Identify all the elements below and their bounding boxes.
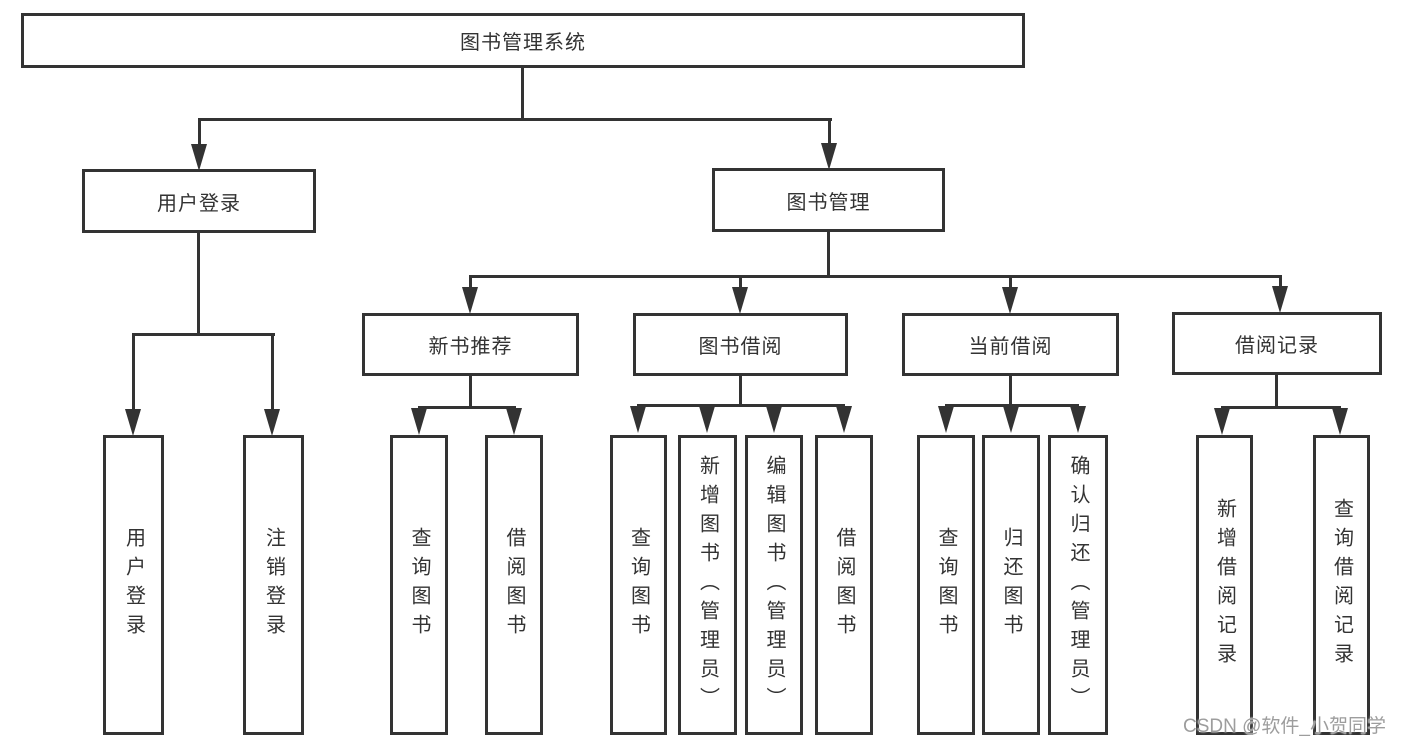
- arrowhead-book-borrow-leaf2: [699, 406, 715, 433]
- leaf-records-add: 新增借阅记录: [1196, 435, 1253, 735]
- node-borrow-records: 借阅记录: [1172, 312, 1382, 375]
- leaf-newbooks-borrow: 借阅图书: [485, 435, 543, 735]
- arrowhead-login-leaf2: [264, 409, 280, 436]
- node-new-books: 新书推荐: [362, 313, 579, 376]
- connector-level3-rail: [469, 275, 1282, 278]
- node-current-borrow: 当前借阅: [902, 313, 1119, 376]
- connector-book-mgmt-stem: [827, 232, 830, 277]
- node-root: 图书管理系统: [21, 13, 1025, 68]
- connector-borrow-records-rail: [1221, 406, 1341, 409]
- connector-user-login-stub: [198, 118, 201, 145]
- arrowhead-current-borrow-leaf1: [938, 406, 954, 433]
- arrowhead-book-borrow-leaf1: [630, 406, 646, 433]
- arrowhead-borrow-records-leaf1: [1214, 408, 1230, 435]
- node-borrow-records-label: 借阅记录: [1235, 335, 1319, 357]
- connector-book-mgmt-stub: [828, 118, 831, 145]
- connector-new-books-rail: [418, 406, 516, 409]
- leaf-current-confirm: 确认归还（管理员）: [1048, 435, 1108, 735]
- connector-borrow-records-stem: [1275, 375, 1278, 409]
- node-root-label: 图书管理系统: [460, 32, 586, 54]
- arrowhead-current-borrow-leaf3: [1070, 406, 1086, 433]
- connector-user-login-stem: [197, 233, 200, 335]
- arrowhead-book-borrow-leaf3: [766, 406, 782, 433]
- connector-book-borrow-stub: [739, 275, 742, 290]
- leaf-current-query: 查询图书: [917, 435, 975, 735]
- arrowhead-login-leaf1: [125, 409, 141, 436]
- node-new-books-label: 新书推荐: [428, 336, 513, 358]
- leaf-borrow-add: 新增图书（管理员）: [678, 435, 737, 735]
- arrowhead-borrow-records: [1272, 286, 1288, 313]
- leaf-borrow-borrow: 借阅图书: [815, 435, 873, 735]
- leaf-records-query: 查询借阅记录: [1313, 435, 1370, 735]
- connector-level2-rail: [198, 118, 832, 121]
- connector-current-borrow-stem: [1009, 376, 1012, 407]
- connector-book-borrow-rail: [637, 404, 845, 407]
- connector-login-leaf2-stub: [271, 333, 274, 411]
- arrowhead-current-borrow: [1002, 287, 1018, 314]
- connector-user-login-rail: [133, 333, 275, 336]
- arrowhead-book-borrow-leaf4: [836, 406, 852, 433]
- csdn-watermark: CSDN @软件_小贺同学: [1183, 716, 1386, 737]
- arrowhead-book-mgmt: [821, 143, 837, 170]
- node-book-borrow: 图书借阅: [633, 313, 848, 376]
- leaf-borrow-edit: 编辑图书（管理员）: [745, 435, 803, 735]
- leaf-current-return: 归还图书: [982, 435, 1040, 735]
- arrowhead-book-borrow: [732, 287, 748, 314]
- arrowhead-user-login: [191, 144, 207, 171]
- node-current-borrow-label: 当前借阅: [968, 336, 1053, 358]
- connector-login-leaf1-stub: [132, 333, 135, 411]
- connector-new-books-stub: [469, 275, 472, 290]
- arrowhead-borrow-records-leaf2: [1332, 408, 1348, 435]
- arrowhead-new-books-leaf1: [411, 408, 427, 435]
- node-book-mgmt-label: 图书管理: [786, 191, 871, 214]
- arrowhead-new-books: [462, 287, 478, 314]
- connector-book-borrow-stem: [739, 376, 742, 407]
- connector-current-borrow-stub: [1009, 275, 1012, 290]
- node-user-login: 用户登录: [82, 169, 316, 233]
- node-book-borrow-label: 图书借阅: [698, 336, 783, 358]
- connector-current-borrow-rail: [945, 404, 1079, 407]
- arrowhead-current-borrow-leaf2: [1003, 406, 1019, 433]
- leaf-borrow-query: 查询图书: [610, 435, 667, 735]
- connector-new-books-stem: [469, 376, 472, 409]
- leaf-user-login: 用户登录: [103, 435, 164, 735]
- node-user-login-label: 用户登录: [157, 192, 241, 215]
- leaf-logout: 注销登录: [243, 435, 304, 735]
- leaf-newbooks-query: 查询图书: [390, 435, 448, 735]
- connector-borrow-records-stub: [1279, 275, 1282, 289]
- node-book-mgmt: 图书管理: [712, 168, 945, 232]
- arrowhead-new-books-leaf2: [506, 408, 522, 435]
- connector-root-stem: [521, 68, 524, 120]
